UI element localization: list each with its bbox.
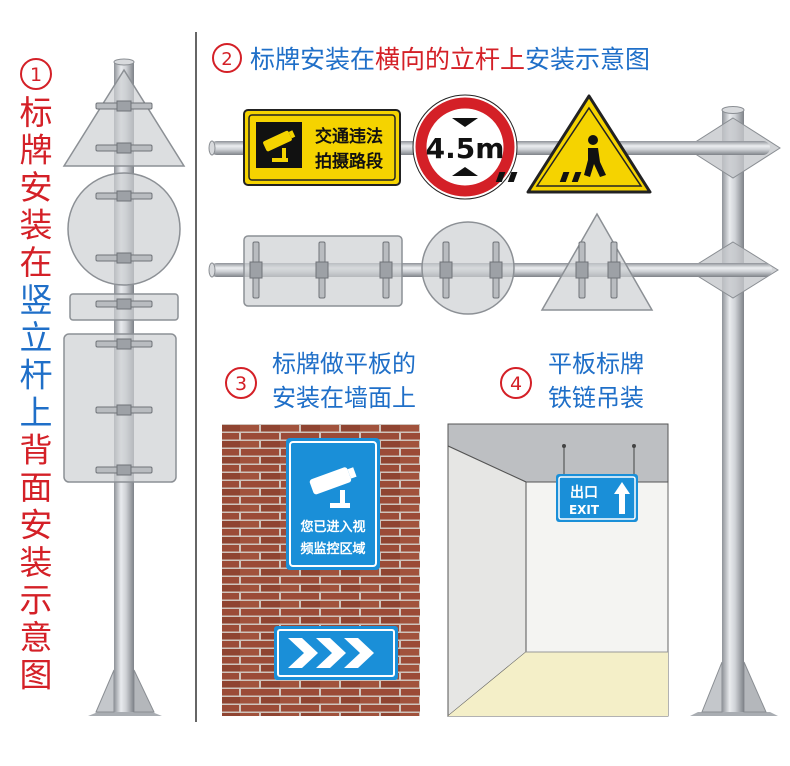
panel-2-number: 2: [221, 49, 232, 70]
gantry-pole: [685, 106, 781, 716]
pole-cap: [113, 58, 135, 66]
panel-2-title: 标牌安装在横向的立杆上安装示意图: [250, 45, 650, 74]
panel-4: 4 平板标牌 铁链吊装 出口 EXIT: [447, 350, 669, 718]
panel-2-number-circle: [212, 43, 242, 73]
arrow-up-icon: [614, 482, 630, 514]
panel-3: 3 标牌做平板的 安装在墙面上 您已进入视 频监控区域: [222, 350, 420, 716]
exit-sign-english: EXIT: [569, 503, 600, 517]
clamp-band: [116, 298, 132, 310]
chevron-right-icon: [288, 638, 374, 668]
panel-3-title-line2: 安装在墙面上: [272, 384, 416, 412]
camera-icon: [256, 122, 302, 168]
panel-4-title-line2: 铁链吊装: [548, 384, 644, 412]
pole-base-plate: [88, 712, 162, 716]
video-surveillance-sign: 您已进入视 频监控区域: [286, 438, 380, 570]
pedestrian-icon: [495, 135, 606, 182]
gantry-shaft: [722, 110, 744, 712]
clamp-band: [379, 261, 393, 279]
pole-base-rib-left: [95, 669, 115, 713]
clamp-band: [607, 261, 621, 279]
panel-1-title-char: 安: [20, 168, 53, 207]
clamp-band: [116, 404, 132, 416]
clamp-band: [116, 464, 132, 476]
pole-base-rib-right: [133, 669, 155, 713]
camera-sign-line1: 交通违法: [315, 126, 383, 147]
camera-sign-line2: 拍摄路段: [315, 151, 383, 172]
panel-1-title-char: 竖: [20, 281, 53, 320]
clamp-band: [116, 338, 132, 350]
gantry-base-rib-right: [743, 661, 767, 713]
lower-triangle-sign-back: [540, 212, 654, 311]
panel-1-title-char: 图: [20, 656, 53, 695]
clamp-band: [116, 100, 132, 112]
upper-arm-cap: [208, 140, 216, 156]
camera-violation-sign: 交通违法 拍摄路段: [243, 109, 401, 186]
clamp-band: [575, 261, 589, 279]
panel-1-title-char: 安: [20, 506, 53, 545]
tunnel-floor-light: [448, 652, 668, 716]
panel-1-title-char: 立: [20, 318, 53, 357]
gantry-base-plate: [690, 712, 778, 716]
panel-1-title-char: 标: [20, 93, 53, 132]
chevron-direction-sign: [274, 626, 398, 680]
lower-arm-cap: [208, 262, 216, 278]
clamp-band: [249, 261, 263, 279]
panel-1-title-char: 装: [20, 543, 53, 582]
panel-1-title-char: 面: [20, 468, 53, 507]
clamp-band: [116, 190, 132, 202]
clamp-band: [315, 261, 329, 279]
height-limit-sign: 4.5m: [412, 94, 518, 200]
clamp-band: [116, 252, 132, 264]
panel-3-number: 3: [235, 373, 247, 395]
clamp-band: [439, 261, 453, 279]
height-limit-arrow-top: [452, 118, 478, 127]
panel-2: 2 标牌安装在横向的立杆上安装示意图: [208, 43, 781, 716]
round-sign-back: [67, 172, 181, 286]
gantry-cap: [721, 106, 745, 114]
exit-sign-chinese: 出口: [570, 484, 598, 501]
panel-4-number-circle: [500, 367, 532, 399]
gantry-base-rib-left: [701, 661, 723, 713]
pedestrian-warning-sign: [495, 94, 652, 194]
height-limit-arrow-bottom: [452, 167, 478, 176]
camera-icon-white: [309, 467, 357, 508]
panel-1-title-char: 意: [20, 618, 53, 657]
panel-1-title-char: 背: [20, 431, 53, 470]
surveillance-sign-line1: 您已进入视: [300, 519, 365, 535]
panel-1-number: 1: [30, 64, 42, 86]
panel-3-number-circle: [225, 367, 257, 399]
tunnel-passage: [447, 423, 669, 718]
triangle-sign-back: [62, 68, 186, 167]
panel-1-title-char: 牌: [20, 131, 53, 170]
panel-3-title-line1: 标牌做平板的: [272, 350, 416, 378]
panel-1-title-char: 杆: [20, 356, 53, 395]
surveillance-sign-line2: 频监控区域: [300, 541, 365, 557]
panel-1-title-char: 装: [20, 206, 53, 245]
panel-2-brackets: [249, 241, 621, 299]
clamp-band: [489, 261, 503, 279]
height-limit-value: 4.5m: [426, 132, 505, 165]
panel-1-title-char: 在: [20, 243, 53, 282]
exit-sign: 出口 EXIT: [556, 474, 638, 522]
panel-4-number: 4: [510, 373, 522, 395]
panel-4-title-line1: 平板标牌: [548, 350, 644, 378]
clamp-band: [116, 142, 132, 154]
panel-1-title-char: 上: [20, 393, 53, 432]
hanging-chains: [562, 444, 636, 474]
panel-1-title-char: 示: [20, 581, 53, 620]
panel-1-brackets: [95, 100, 153, 476]
panel-1-number-circle: [20, 58, 52, 90]
